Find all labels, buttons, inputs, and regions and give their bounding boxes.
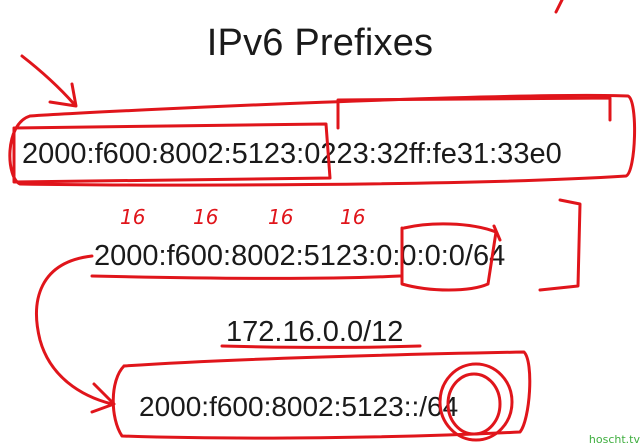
hextet-bit-count: 16 [120, 205, 146, 229]
hextet-bit-count: 16 [193, 205, 219, 229]
watermark: hoscht.tv [588, 433, 640, 446]
hextet-bit-count: 16 [340, 205, 366, 229]
ink-loop-arrow [35, 254, 114, 406]
ink-right-bracket [538, 198, 582, 292]
slide-title: IPv6 Prefixes [206, 22, 434, 64]
ink-loop-arrowhead [90, 382, 116, 414]
ink-arrow-head [48, 82, 78, 108]
ipv6-prefix-expanded: 2000:f600:8002:5123:0:0:0:0/64 [94, 240, 506, 272]
ink-corner-mark [554, 0, 564, 14]
hextet-bit-count: 16 [268, 205, 294, 229]
ipv6-prefix-compressed: 2000:f600:8002:5123::/64 [139, 391, 459, 422]
ink-interface-bracket [336, 96, 612, 130]
ink-underline-prefix [90, 274, 402, 280]
full-ipv6-address: 2000:f600:8002:5123:0223:32ff:fe31:33e0 [22, 138, 562, 170]
ink-zero-bits-tick [492, 224, 502, 242]
ipv4-cidr-example: 172.16.0.0/12 [226, 316, 404, 348]
